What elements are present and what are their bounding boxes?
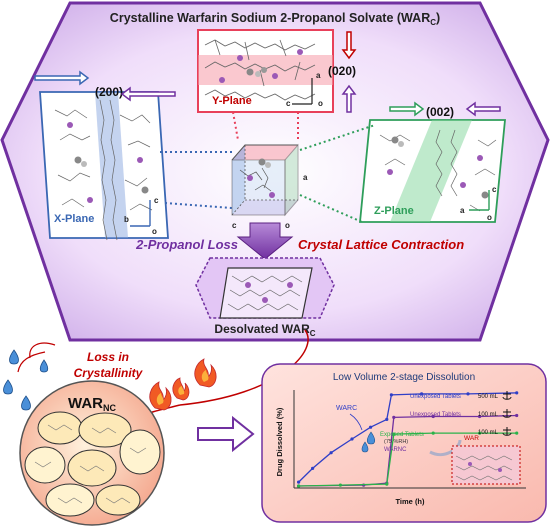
chart-annot-war: WAR	[464, 435, 479, 442]
x-plane-axis-b: b	[124, 215, 129, 224]
y-plane-axis-c: c	[286, 99, 291, 108]
y-plane-miller-index: (020)	[328, 64, 356, 78]
x-plane-label: X-Plane	[54, 213, 94, 225]
chart-y-label: Drug Dissolved (%)	[275, 407, 284, 476]
z-plane-panel: c a o Z-Plane	[359, 119, 506, 223]
x-plane-axis-c: c	[154, 196, 159, 205]
chart-point-1-7	[389, 393, 393, 397]
chart-point-3-6	[478, 431, 482, 435]
chart-annot-exposed: Exposed Tablets	[380, 432, 424, 438]
chart-point-3-2	[338, 483, 342, 487]
y-plane-panel: a c o Y-Plane	[197, 29, 334, 113]
chart-annot-warnc: WARNC	[384, 447, 407, 453]
chart-lines	[297, 391, 519, 488]
chart-point-1-4	[350, 437, 354, 441]
chart-annot-100ml-b: 100 mL	[478, 430, 499, 436]
loss-line-1: Loss in	[87, 350, 129, 364]
loss-line-2: Crystallinity	[74, 366, 144, 380]
chart-drop-icon	[361, 431, 376, 453]
x-plane-panel: c b o X-Plane	[39, 91, 169, 241]
x-plane-miller-index: (200)	[95, 85, 123, 99]
chart-point-3-1	[297, 484, 301, 488]
cell-axis-o: o	[285, 221, 290, 230]
chart-point-2-5	[431, 414, 435, 419]
chart-point-1-5	[369, 425, 373, 429]
chart-annot-unexposed-1: Unexposed Tablets	[410, 394, 461, 400]
y-plane-origin: o	[318, 99, 323, 108]
propanol-loss-label: 2-Propanol Loss	[135, 237, 238, 252]
chart-annot-unexposed-2: Unexposed Tablets	[410, 412, 461, 418]
z-plane-origin: o	[487, 213, 492, 222]
chart-annot-500ml: 500 mL	[478, 394, 499, 400]
dissolution-chart: Low Volume 2-stage Dissolution Drug Diss…	[261, 363, 547, 523]
desolvated-label: Desolvated WARC	[214, 322, 315, 338]
chart-point-1-6	[385, 417, 389, 421]
war-nc-label: WARNC	[68, 395, 116, 413]
chart-point-3-7	[515, 431, 519, 435]
amorphous-circle	[19, 380, 165, 526]
flame-icon	[149, 358, 217, 411]
chart-point-1-2	[311, 466, 315, 470]
chart-point-2-7	[515, 413, 519, 418]
to-dissolution-arrow	[197, 415, 255, 453]
z-plane-arrows	[389, 101, 501, 117]
chart-point-1-10	[515, 391, 519, 395]
chart-point-3-3	[385, 482, 389, 486]
chart-point-3-5	[431, 431, 435, 435]
chart-annot-rh: (75 %RH)	[384, 439, 408, 445]
chart-series-line-1	[298, 392, 517, 483]
z-plane-miller-index: (002)	[426, 105, 454, 119]
chart-point-1-1	[297, 480, 301, 484]
figure-title: Crystalline Warfarin Sodium 2-Propanol S…	[110, 11, 440, 27]
x-plane-arrows	[34, 70, 176, 102]
chart-title: Low Volume 2-stage Dissolution	[333, 372, 475, 383]
chart-point-1-9	[466, 392, 470, 396]
chart-point-2-6	[478, 414, 482, 419]
z-plane-axis-a: a	[460, 206, 465, 215]
chart-point-2-4	[392, 415, 396, 419]
chart-inset-crystal	[451, 445, 521, 485]
chart-annot-warc: WARC	[336, 405, 357, 412]
desolvation-arrow	[236, 222, 294, 260]
unit-cell: c o a	[231, 143, 308, 230]
chart-point-1-8	[420, 392, 424, 396]
z-plane-label: Z-Plane	[374, 205, 414, 217]
desolvated-panel	[195, 257, 335, 319]
y-plane-arrows	[341, 31, 357, 113]
chart-x-label: Time (h)	[395, 497, 425, 506]
cell-axis-a: a	[303, 173, 308, 182]
chart-point-3-4	[392, 432, 396, 436]
chart-point-1-3	[329, 451, 333, 455]
cell-axis-c: c	[232, 221, 237, 230]
y-plane-axis-a: a	[316, 71, 321, 80]
z-plane-axis-c: c	[492, 185, 497, 194]
anchor-icon	[502, 391, 512, 436]
projection-lines	[160, 111, 376, 223]
chart-annot-100ml-a: 100 mL	[478, 412, 499, 418]
lattice-contraction-label: Crystal Lattice Contraction	[298, 237, 464, 252]
chart-curved-arrow	[429, 439, 462, 457]
x-plane-origin: o	[152, 227, 157, 236]
y-plane-label: Y-Plane	[212, 95, 252, 107]
